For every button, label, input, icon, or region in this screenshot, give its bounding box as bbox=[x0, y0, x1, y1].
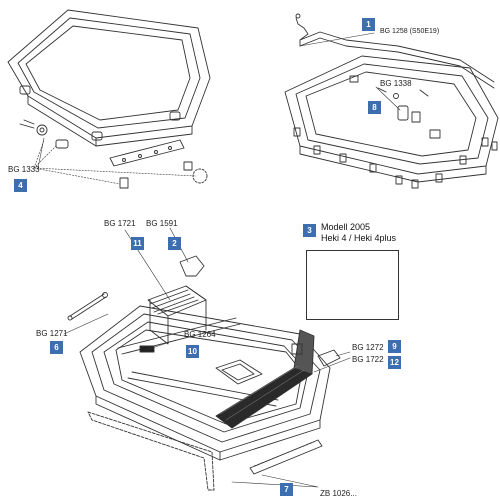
badge-4: 4 bbox=[14, 179, 27, 192]
badge-2: 2 bbox=[168, 237, 181, 250]
badge-12: 12 bbox=[388, 356, 401, 369]
label-bg1722: BG 1722 bbox=[352, 355, 384, 364]
inset-title-line2: Heki 4 / Heki 4plus bbox=[321, 233, 397, 243]
bg1591-part bbox=[179, 255, 205, 277]
inset-title: Modell 2005 Heki 4 / Heki 4plus bbox=[321, 222, 396, 244]
zb1026-strip bbox=[249, 439, 323, 475]
remote-control-inset bbox=[306, 250, 399, 320]
dark-slat-blind bbox=[215, 329, 315, 429]
label-bg1264: BG 1264 bbox=[184, 330, 216, 339]
badge-7: 7 bbox=[280, 483, 293, 496]
label-bg1271: BG 1271 bbox=[36, 329, 68, 338]
bg1333-parts bbox=[19, 119, 208, 189]
badge-10: 10 bbox=[186, 345, 199, 358]
inset-title-line1: Modell 2005 bbox=[321, 222, 371, 232]
bg1264-part bbox=[139, 345, 155, 353]
bg1271-rail bbox=[67, 292, 108, 321]
badge-6: 6 bbox=[50, 341, 63, 354]
label-bg1258: BG 1258 (S50E19) bbox=[380, 28, 440, 35]
badge-3: 3 bbox=[303, 224, 316, 237]
badge-9: 9 bbox=[388, 340, 401, 353]
label-bg1338: BG 1338 bbox=[380, 79, 412, 88]
label-bg1721: BG 1721 bbox=[104, 219, 136, 228]
badge-8: 8 bbox=[368, 101, 381, 114]
label-bg1591: BG 1591 bbox=[146, 219, 178, 228]
label-zb1026: ZB 1026... bbox=[320, 489, 357, 498]
bg1721-blind bbox=[147, 285, 207, 345]
label-bg1333: BG 1333 bbox=[8, 165, 40, 174]
seal-strip bbox=[87, 411, 215, 491]
label-bg1272: BG 1272 bbox=[352, 343, 384, 352]
top-right-frame bbox=[284, 13, 499, 189]
badge-1: 1 bbox=[362, 18, 375, 31]
top-left-frame bbox=[7, 9, 211, 147]
badge-11: 11 bbox=[131, 237, 144, 250]
